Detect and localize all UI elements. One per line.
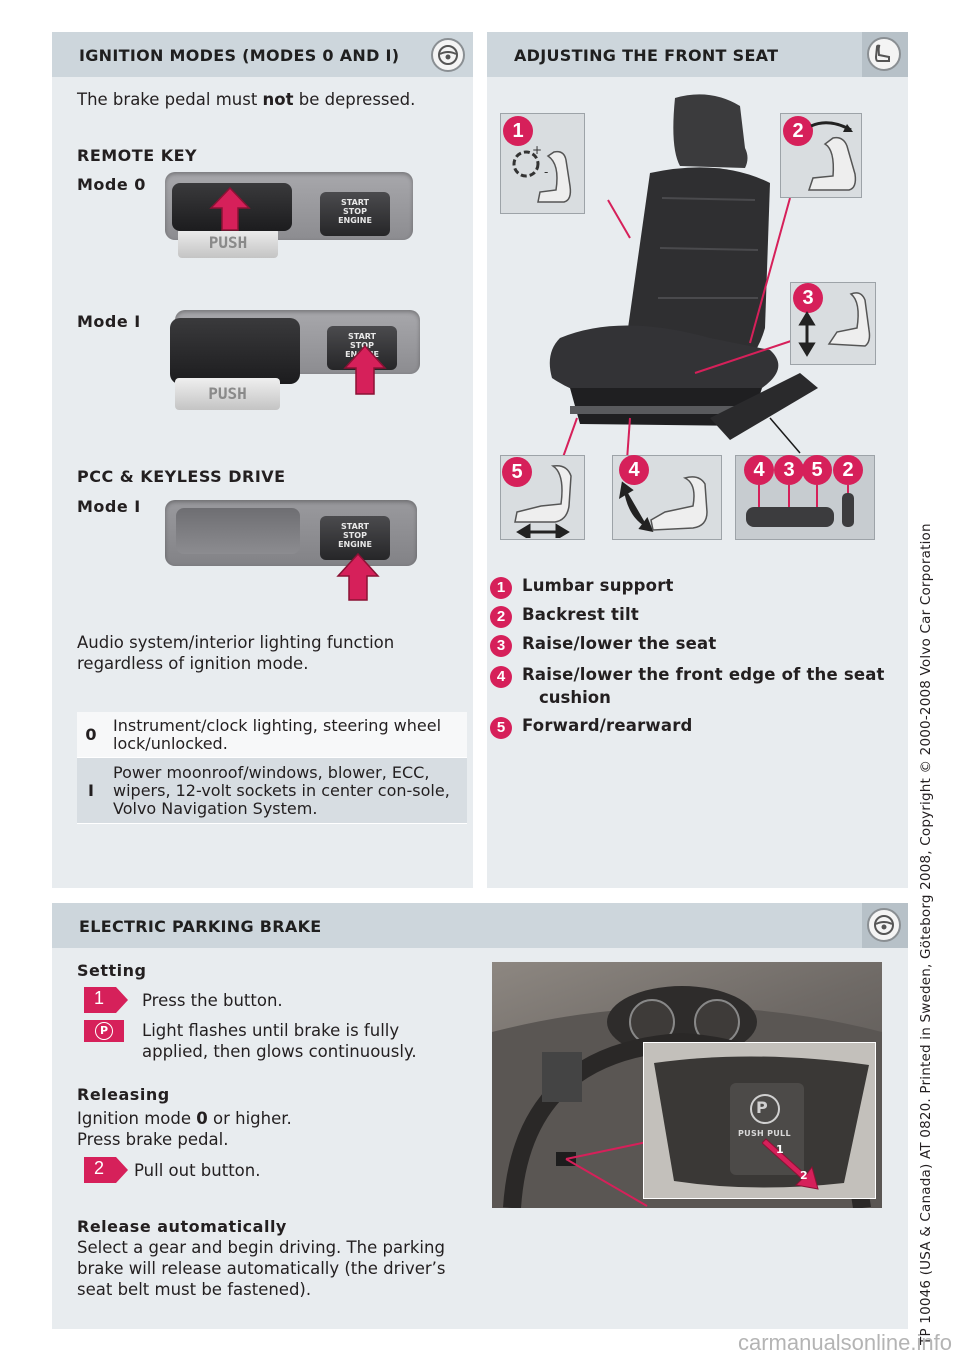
modeI-label: Mode I bbox=[77, 312, 141, 331]
start-label: START bbox=[347, 332, 377, 341]
key-tip-push: PUSH bbox=[178, 228, 278, 258]
stop-label: STOP bbox=[343, 531, 367, 540]
legend-badge: 2 bbox=[490, 606, 512, 628]
step1-number: 1 bbox=[94, 988, 105, 1008]
forward-rearward-icon bbox=[514, 464, 572, 538]
press-arrow-keyless-icon bbox=[336, 552, 380, 601]
legend-text: Backrest tilt bbox=[522, 605, 639, 624]
releasing-line2: Press brake pedal. bbox=[77, 1130, 229, 1149]
legend-badge: 4 bbox=[490, 666, 512, 688]
legend-badge: 1 bbox=[490, 577, 512, 599]
remote-key-heading: REMOTE KEY bbox=[77, 146, 198, 165]
svg-text:-: - bbox=[544, 165, 548, 179]
flash-text: Light flashes until brake is fully appli… bbox=[142, 1021, 417, 1061]
mode-row-I: I Power moonroof/windows, blower, ECC, w… bbox=[77, 758, 467, 824]
badge-3: 3 bbox=[793, 283, 823, 313]
switch-p-symbol: P bbox=[756, 1098, 768, 1117]
ignition-header: IGNITION MODES (MODES 0 AND I) bbox=[52, 32, 473, 77]
press-arrow-icon bbox=[343, 344, 387, 395]
legend-text: Lumbar support bbox=[522, 576, 674, 595]
push-pull-label: PUSH PULL bbox=[738, 1129, 791, 1138]
intro-text-bold: not bbox=[262, 90, 294, 109]
pcc-heading: PCC & KEYLESS DRIVE bbox=[77, 467, 286, 486]
step1-arrow-icon bbox=[84, 987, 128, 1013]
stop-label: STOP bbox=[350, 341, 374, 350]
seat-illustration bbox=[549, 94, 818, 461]
step1-text: Press the button. bbox=[142, 991, 283, 1010]
legend-badge: 5 bbox=[490, 717, 512, 739]
releasing-line1: Ignition mode 0 or higher. bbox=[77, 1108, 292, 1129]
setting-heading: Setting bbox=[77, 961, 147, 980]
mode0-label: Mode 0 bbox=[77, 175, 146, 194]
front-edge-tilt-icon bbox=[618, 476, 708, 533]
start-label: START bbox=[340, 522, 370, 531]
seat-title: ADJUSTING THE FRONT SEAT bbox=[514, 46, 779, 65]
switch-inset: P PUSH PULL 1 2 bbox=[643, 1042, 876, 1199]
auto-release-text: Select a gear and begin driving. The par… bbox=[77, 1238, 446, 1299]
p-indicator-icon: P bbox=[84, 1020, 124, 1042]
step2-arrow-icon bbox=[84, 1157, 128, 1183]
p-symbol: P bbox=[95, 1022, 113, 1040]
mode-desc: Instrument/clock lighting, steering whee… bbox=[113, 715, 442, 753]
steering-wheel-icon bbox=[867, 908, 901, 942]
start-stop-button: START STOP ENGINE bbox=[320, 192, 390, 236]
badge-1: 1 bbox=[503, 116, 533, 146]
control-badge-3: 3 bbox=[774, 455, 804, 485]
raise-lower-icon bbox=[798, 292, 871, 357]
badge-5: 5 bbox=[502, 457, 532, 487]
parking-title: ELECTRIC PARKING BRAKE bbox=[79, 917, 322, 936]
mode-key: 0 bbox=[85, 725, 97, 744]
pull-arrow-icon bbox=[762, 1138, 819, 1190]
engine-label: ENGINE bbox=[338, 540, 372, 549]
intro-text-pre: The brake pedal must bbox=[77, 90, 263, 109]
start-stop-button-keyless: START STOP ENGINE bbox=[320, 516, 390, 560]
svg-text:+: + bbox=[532, 146, 542, 157]
photo-number-1: 1 bbox=[776, 1143, 784, 1156]
releasing-bold: 0 bbox=[196, 1109, 208, 1128]
releasing-post: or higher. bbox=[207, 1109, 292, 1128]
pcc-mode-label: Mode I bbox=[77, 497, 141, 516]
releasing-heading: Releasing bbox=[77, 1085, 170, 1104]
auto-release-heading: Release automatically bbox=[77, 1217, 287, 1236]
badge-4: 4 bbox=[619, 455, 649, 485]
legend-continuation: cushion bbox=[539, 688, 611, 707]
switch-scene bbox=[654, 1056, 869, 1188]
seat-icon bbox=[867, 37, 901, 71]
stop-label: STOP bbox=[343, 207, 367, 216]
control-badge-5: 5 bbox=[802, 455, 832, 485]
mode-desc: Power moonroof/windows, blower, ECC, wip… bbox=[113, 762, 450, 818]
start-label: START bbox=[340, 198, 370, 207]
control-badge-4: 4 bbox=[744, 455, 774, 485]
legend-text: Raise/lower the front edge of the seat bbox=[522, 665, 885, 684]
mode-key: I bbox=[88, 781, 94, 800]
seat-header: ADJUSTING THE FRONT SEAT bbox=[487, 32, 862, 77]
ignition-intro: The brake pedal must not be depressed. bbox=[77, 89, 415, 110]
push-arrow-icon bbox=[209, 186, 251, 231]
mode-table: 0 Instrument/clock lighting, steering wh… bbox=[77, 712, 467, 824]
photo-number-2: 2 bbox=[800, 1169, 808, 1182]
legend-text: Forward/rearward bbox=[522, 716, 693, 735]
mode-row-0: 0 Instrument/clock lighting, steering wh… bbox=[77, 712, 467, 758]
legend-badge: 3 bbox=[490, 635, 512, 657]
step2-number: 2 bbox=[94, 1158, 105, 1178]
badge-2: 2 bbox=[783, 116, 813, 146]
control-badge-2: 2 bbox=[833, 455, 863, 485]
ignition-title: IGNITION MODES (MODES 0 AND I) bbox=[79, 46, 400, 65]
key-tip-push-inserted: PUSH bbox=[175, 378, 280, 410]
backrest-tilt-icon bbox=[807, 121, 857, 191]
copyright-caption: TP 10046 (USA & Canada) AT 0820. Printed… bbox=[918, 523, 934, 1345]
parking-header: ELECTRIC PARKING BRAKE bbox=[52, 903, 862, 948]
step2-text: Pull out button. bbox=[134, 1161, 261, 1180]
intro-text-post: be depressed. bbox=[293, 90, 416, 109]
legend-text: Raise/lower the seat bbox=[522, 634, 717, 653]
keyless-recess bbox=[176, 508, 300, 554]
seat-controls-icon bbox=[746, 485, 854, 527]
releasing-pre: Ignition mode bbox=[77, 1109, 197, 1128]
audio-note: Audio system/interior lighting function … bbox=[77, 633, 395, 673]
engine-label: ENGINE bbox=[338, 216, 372, 225]
site-watermark: carmanualsonline.info bbox=[737, 1330, 952, 1355]
key-fob-inserted bbox=[170, 318, 300, 384]
steering-wheel-icon bbox=[431, 38, 465, 72]
lumbar-adjust-icon: +- bbox=[512, 146, 572, 203]
